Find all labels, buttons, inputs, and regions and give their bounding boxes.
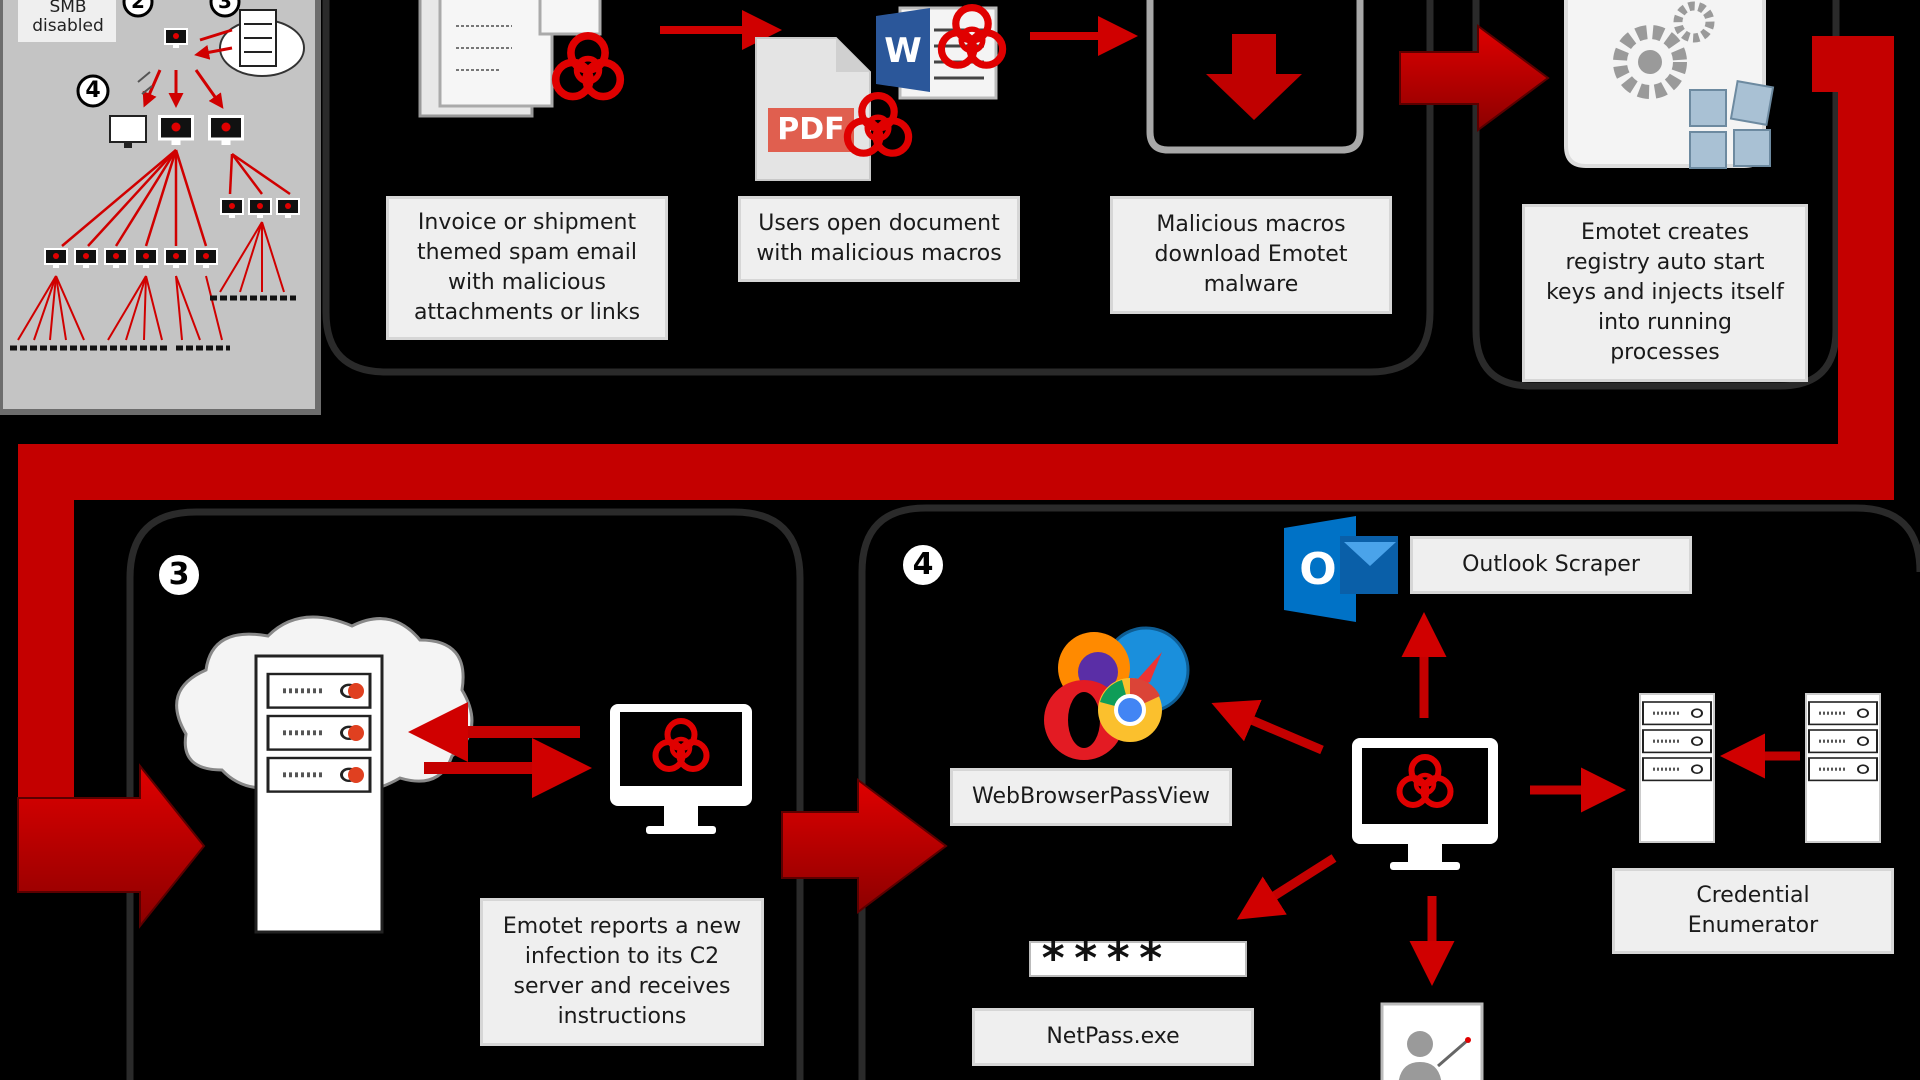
server-icon (1805, 693, 1881, 843)
step-macros-download-label: Malicious macros download Emotet malware (1110, 196, 1392, 314)
inset-step-number: 3 (218, 0, 232, 13)
outlook-icon (1284, 516, 1398, 622)
process-injection-icon (1564, 0, 1775, 169)
step-number-badge: 3 (156, 552, 202, 598)
biohazard-icon (556, 36, 621, 97)
server-icon (1639, 693, 1715, 843)
web-browsers-icon (1044, 626, 1190, 760)
c2-server-icon (175, 615, 474, 934)
step-number-badge: 4 (900, 542, 946, 588)
panel-step2 (1472, 0, 1840, 390)
smb-spread-inset (0, 0, 321, 415)
credential-enumerator-label: Credential Enumerator (1612, 868, 1894, 954)
step-c2-report-label: Emotet reports a new infection to its C2… (480, 898, 764, 1046)
flow-band (17, 24, 1894, 929)
smb-note: SMB disabled (32, 0, 104, 36)
pdf-label: PDF (777, 112, 845, 147)
panel-step3 (126, 508, 804, 1080)
webbrowserpassview-label: WebBrowserPassView (950, 768, 1232, 826)
panel-step4 (858, 504, 1920, 1080)
outlook-scraper-label: Outlook Scraper (1410, 536, 1692, 594)
step-number-text: 4 (912, 547, 934, 582)
password-mask: **** (1040, 933, 1170, 984)
step-number-text: 3 (168, 557, 190, 592)
netpass-label: NetPass.exe (972, 1008, 1254, 1066)
word-letter: W (884, 31, 922, 71)
inset-step-number: 4 (85, 78, 101, 103)
download-icon (1146, 0, 1364, 154)
arrow-to-netpass (1236, 854, 1337, 920)
outlook-letter: O (1299, 544, 1337, 595)
inset-step-number: 2 (131, 0, 145, 13)
pdf-document-icon (755, 37, 871, 181)
arrow-to-browsers (1211, 699, 1324, 755)
document-icon (418, 0, 602, 118)
panel-step1 (322, 0, 1434, 376)
step-open-document-label: Users open document with malicious macro… (738, 196, 1020, 282)
password-field-icon (1029, 941, 1247, 977)
user-presentation-icon (1380, 1002, 1484, 1080)
step-spam-email-label: Invoice or shipment themed spam email wi… (386, 196, 668, 340)
step-persistence-label: Emotet creates registry auto start keys … (1522, 204, 1808, 382)
word-document-icon (876, 6, 998, 100)
